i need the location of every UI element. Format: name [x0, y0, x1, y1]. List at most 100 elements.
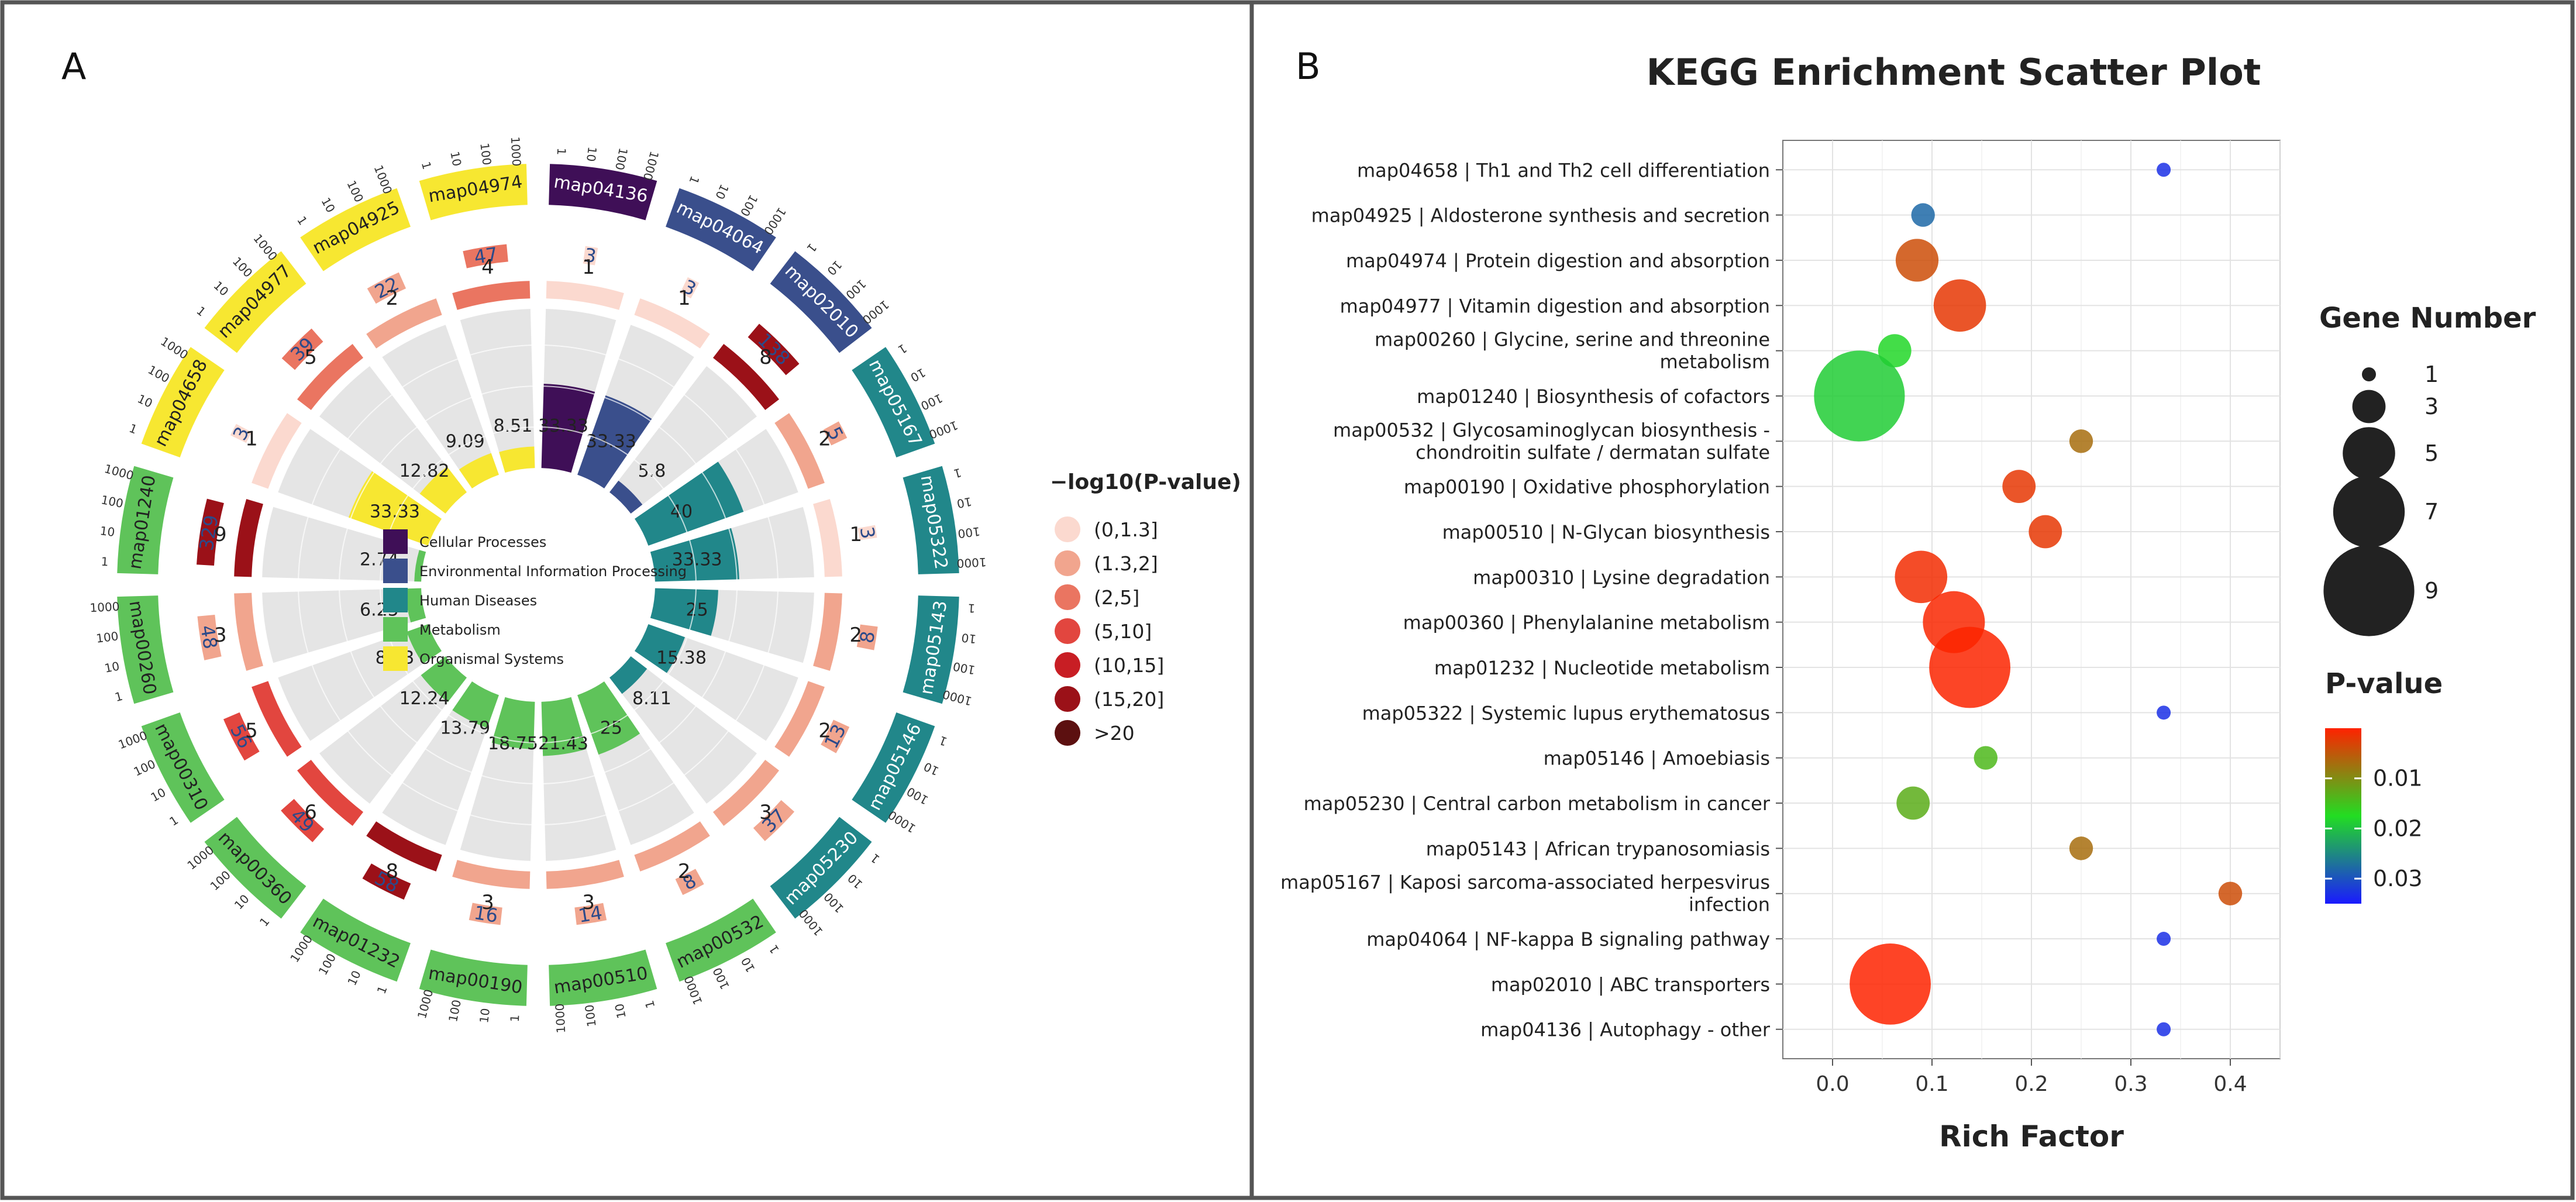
pvalue-legend-swatch: [1055, 686, 1080, 712]
color-legend-title: P-value: [2325, 667, 2443, 700]
center-legend-swatch: [383, 617, 408, 642]
data-point: [1896, 786, 1930, 820]
sector-band: [770, 817, 872, 919]
rich-factor-label: 25: [686, 600, 708, 621]
panel-b-label: B: [1296, 45, 1321, 88]
gene-count-label: 2: [678, 860, 691, 883]
background-gene-bar: [469, 903, 502, 925]
y-tick-label: map00310 | Lysine degradation: [1473, 566, 1770, 588]
pvalue-legend-swatch: [1055, 618, 1080, 644]
rich-factor-bar: [650, 588, 718, 636]
rich-factor-bar: [499, 446, 535, 473]
background-gene-bar: [857, 525, 877, 540]
sector-background: [319, 366, 467, 514]
pvalue-legend-swatch: [1055, 720, 1080, 746]
gene-count-ring: [634, 298, 710, 349]
gene-count-ring: [234, 499, 263, 577]
background-gene-bar: [680, 277, 700, 299]
sector-band: [204, 251, 306, 353]
scale-tick-label: 1000: [508, 136, 524, 167]
rich-factor-bar: [421, 656, 467, 702]
background-gene-bar: [223, 712, 260, 761]
gene-count-ring: [252, 681, 302, 757]
y-tick-label: infection: [1689, 894, 1770, 916]
center-legend-swatch: [383, 559, 408, 583]
y-tick-label: metabolism: [1659, 351, 1770, 373]
sector-background: [460, 309, 535, 473]
pvalue-legend-label: >20: [1094, 722, 1135, 745]
sector-band: [549, 949, 657, 1006]
background-gene-bar: [197, 614, 222, 660]
scale-tick-label: 1: [419, 160, 434, 171]
size-legend-label: 3: [2425, 394, 2439, 419]
gene-count-ring: [297, 344, 364, 411]
color-bar: [2325, 728, 2361, 904]
pvalue-legend: −log10(P-value)(0,1.3](1.3,2](2,5](5,10]…: [1050, 470, 1241, 746]
pvalue-legend-label: (15,20]: [1094, 688, 1164, 711]
scatter-title: KEGG Enrichment Scatter Plot: [1647, 51, 2261, 94]
x-tick-label: 0.2: [2014, 1072, 2048, 1096]
gene-count-ring: [297, 759, 364, 826]
center-legend-swatch: [383, 588, 408, 612]
sector-band: [419, 164, 528, 221]
gene-count-ring: [634, 821, 710, 872]
background-gene-bar: [856, 624, 878, 650]
data-point: [1895, 550, 1948, 604]
size-legend-dot: [2323, 545, 2415, 636]
scale-tick-label: 1: [101, 554, 109, 569]
gene-count-ring: [774, 413, 825, 489]
data-point: [2069, 429, 2093, 453]
scale-tick-label: 10: [477, 1007, 493, 1024]
size-legend-label: 5: [2425, 440, 2439, 466]
gene-count-ring: [774, 681, 825, 757]
rich-factor-bar: [541, 697, 587, 756]
scale-tick-label: 1: [113, 689, 124, 704]
y-tick-label: map01240 | Biosynthesis of cofactors: [1417, 385, 1770, 408]
background-gene-bar: [675, 869, 704, 896]
background-gene-bar: [463, 244, 508, 268]
pvalue-legend-label: (0,1.3]: [1094, 518, 1158, 541]
background-gene-bar: [281, 798, 325, 842]
data-point: [2002, 470, 2036, 504]
grid-circle: [380, 426, 697, 743]
scale-tick-label: 10: [956, 494, 973, 511]
rich-factor-bar: [609, 480, 643, 514]
background-gene-count: 14: [577, 901, 604, 927]
gene-count-label: 6: [304, 801, 317, 824]
gene-count-label: 5: [304, 346, 317, 369]
rich-factor-label: 9.09: [446, 431, 485, 452]
scale-tick-label: 100: [477, 142, 494, 166]
sector-band: [300, 898, 411, 982]
y-tick-label: map04136 | Autophagy - other: [1480, 1019, 1771, 1041]
rich-factor-bar: [407, 624, 442, 664]
x-axis-label: Rich Factor: [1939, 1120, 2124, 1153]
data-point: [1895, 239, 1939, 282]
sector-background: [609, 656, 757, 804]
background-gene-bar: [367, 272, 407, 304]
scale-tick-label: 10: [584, 146, 600, 163]
x-tick-label: 0.0: [1816, 1072, 1849, 1096]
background-gene-bar: [821, 719, 850, 753]
pvalue-legend-swatch: [1055, 550, 1080, 576]
scale-tick-label: 10: [99, 523, 116, 539]
gene-count-ring: [546, 281, 624, 310]
background-gene-bar: [230, 423, 252, 443]
gene-count-label: 3: [759, 801, 772, 824]
rich-factor-bar: [491, 697, 535, 749]
rich-factor-label: 12.82: [400, 461, 450, 481]
gene-count-ring: [712, 759, 779, 826]
sector-band: [204, 817, 306, 919]
x-tick-label: 0.4: [2213, 1072, 2247, 1096]
y-tick-label: chondroitin sulfate / dermatan sulfate: [1416, 441, 1770, 463]
sector-background: [319, 656, 467, 804]
rich-factor-bar: [419, 466, 467, 514]
background-gene-count: 329: [195, 514, 222, 552]
y-tick-label: map05322 | Systemic lupus erythematosus: [1362, 702, 1770, 724]
gene-count-ring: [452, 860, 531, 889]
color-bar-label: 0.03: [2373, 866, 2423, 891]
data-point: [2069, 836, 2093, 860]
background-gene-bar: [197, 498, 224, 566]
size-legend-dot: [2343, 427, 2395, 480]
